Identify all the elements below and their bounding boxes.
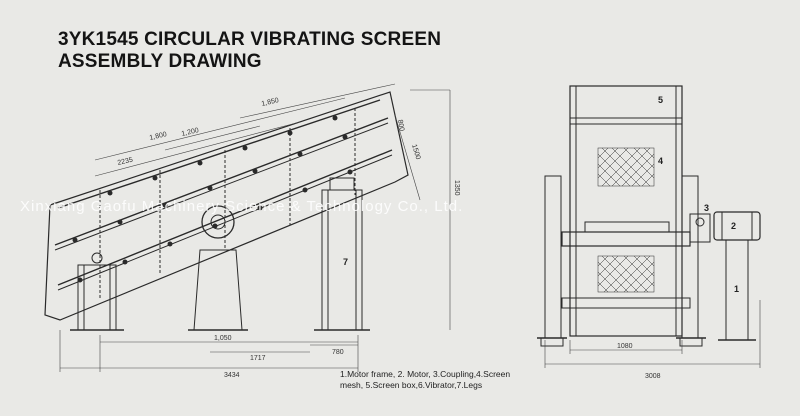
side-view: [44, 83, 451, 372]
left-leg: [70, 252, 124, 331]
label-legs: 7: [343, 257, 348, 267]
dim-1850: 1,850: [261, 97, 280, 108]
dim-1050: 1,050: [214, 335, 232, 342]
motor-frame: [718, 239, 756, 341]
coupling: [689, 213, 711, 243]
dim-800: 800: [396, 119, 405, 132]
label-motor: 2: [731, 221, 736, 231]
label-screen-mesh: 4: [658, 156, 663, 166]
label-coupling: 3: [704, 203, 709, 213]
screen-mesh: [597, 147, 655, 293]
dim-3008: 3008: [645, 373, 661, 380]
title-line-1: 3YK1545 CIRCULAR VIBRATING SCREEN: [58, 29, 442, 50]
drawing-title: 3YK1545 CIRCULAR VIBRATING SCREEN ASSEMB…: [58, 29, 441, 73]
dim-2235: 2235: [117, 157, 134, 167]
dim-1800: 1,800: [149, 131, 168, 142]
parts-legend: 1.Motor frame, 2. Motor, 3.Coupling,4.Sc…: [340, 369, 555, 391]
dim-3434: 3434: [224, 372, 240, 379]
label-screen-box: 5: [658, 95, 663, 105]
dim-1350: 1350: [453, 180, 460, 196]
watermark: Xinxiang Gaofu Machinery Science & Techn…: [20, 198, 464, 215]
motor: [713, 211, 761, 241]
label-motor-frame: 1: [734, 284, 739, 294]
legend-line-2: mesh, 5.Screen box,6.Vibrator,7.Legs: [340, 380, 483, 390]
dim-780: 780: [332, 349, 344, 356]
dim-1717: 1717: [250, 355, 266, 362]
title-line-2: ASSEMBLY DRAWING: [58, 51, 262, 72]
middle-leg: [188, 249, 248, 331]
vibrator-side: [201, 205, 235, 239]
right-leg: [314, 177, 370, 331]
dim-1080: 1080: [617, 343, 633, 350]
dim-1200: 1,200: [181, 127, 200, 138]
dim-1500: 1500: [410, 144, 421, 161]
screen-box-side: [44, 91, 409, 321]
legend-line-1: 1.Motor frame, 2. Motor, 3.Coupling,4.Sc…: [340, 369, 511, 379]
end-view: [537, 85, 761, 368]
